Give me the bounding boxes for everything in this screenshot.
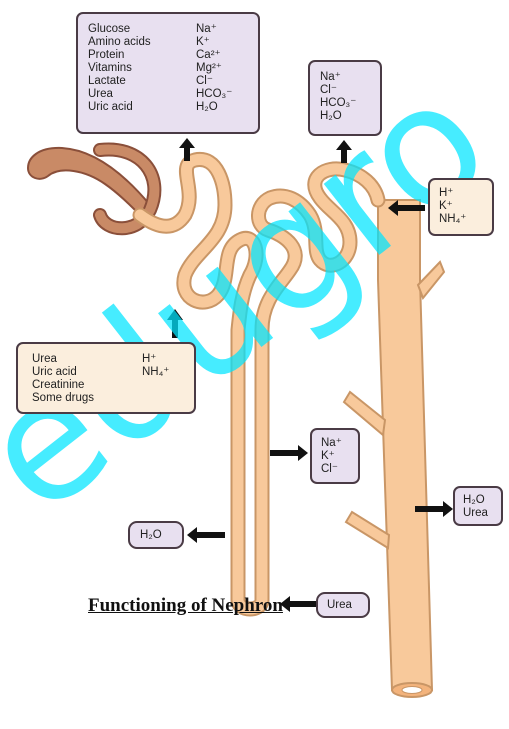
list-item: Urea	[32, 353, 94, 366]
arrow-left-loop-bottom	[280, 596, 316, 612]
glomerular-filtrate-box: Glucose Amino acids Protein Vitamins Lac…	[76, 12, 260, 134]
collecting-duct-box: H₂O Urea	[453, 486, 503, 526]
proximal-left-list: Urea Uric acid Creatinine Some drugs	[32, 353, 94, 405]
list-item: Glucose	[88, 23, 151, 36]
list-item: Ca²⁺	[196, 49, 232, 62]
proximal-right-list: H⁺ NH₄⁺	[142, 353, 169, 379]
list-item: Protein	[88, 49, 151, 62]
list-item: Cl⁻	[196, 75, 232, 88]
list-item: H₂O	[196, 101, 232, 114]
loop-descending-label: H₂O	[140, 529, 162, 542]
list-item: Na⁺	[196, 23, 232, 36]
collecting-secretion-box: H⁺ K⁺ NH₄⁺	[428, 178, 494, 236]
arrow-left-descending	[187, 527, 225, 543]
arrow-up-distal	[336, 140, 352, 163]
list-item: NH₄⁺	[142, 366, 169, 379]
list-item: H⁺	[142, 353, 169, 366]
arrow-up-proximal	[167, 309, 183, 338]
collecting-duct-list: H₂O Urea	[463, 494, 488, 520]
loop-ascending-box: Na⁺ K⁺ Cl⁻	[310, 428, 360, 484]
loop-ascending-list: Na⁺ K⁺ Cl⁻	[321, 437, 342, 476]
list-item: H₂O	[320, 110, 356, 123]
loop-bottom-label: Urea	[327, 599, 352, 612]
proximal-secretion-box: Urea Uric acid Creatinine Some drugs H⁺ …	[16, 342, 196, 414]
arrow-right-ascending	[270, 445, 308, 461]
list-item: HCO₃⁻	[320, 97, 356, 110]
list-item: Amino acids	[88, 36, 151, 49]
list-item: Uric acid	[88, 101, 151, 114]
list-item: Creatinine	[32, 379, 94, 392]
list-item: Lactate	[88, 75, 151, 88]
glomerular-left-list: Glucose Amino acids Protein Vitamins Lac…	[88, 23, 151, 114]
loop-bottom-box: Urea	[316, 592, 370, 618]
list-item: K⁺	[321, 450, 342, 463]
list-item: H⁺	[439, 187, 466, 200]
list-item: Cl⁻	[321, 463, 342, 476]
loop-descending-box: H₂O	[128, 521, 184, 549]
list-item: K⁺	[196, 36, 232, 49]
list-item: Na⁺	[321, 437, 342, 450]
list-item: HCO₃⁻	[196, 88, 232, 101]
distal-reabsorption-box: Na⁺ Cl⁻ HCO₃⁻ H₂O	[308, 60, 382, 136]
list-item: Cl⁻	[320, 84, 356, 97]
list-item: Vitamins	[88, 62, 151, 75]
list-item: K⁺	[439, 200, 466, 213]
list-item: Na⁺	[320, 71, 356, 84]
distal-list: Na⁺ Cl⁻ HCO₃⁻ H₂O	[320, 71, 356, 123]
list-item: NH₄⁺	[439, 213, 466, 226]
list-item: H₂O	[463, 494, 488, 507]
glomerular-right-list: Na⁺ K⁺ Ca²⁺ Mg²⁺ Cl⁻ HCO₃⁻ H₂O	[196, 23, 232, 114]
list-item: Some drugs	[32, 392, 94, 405]
list-item: Urea	[463, 507, 488, 520]
diagram-title: Functioning of Nephron	[88, 595, 283, 617]
list-item: Urea	[88, 88, 151, 101]
collecting-secretion-list: H⁺ K⁺ NH₄⁺	[439, 187, 466, 226]
list-item: Mg²⁺	[196, 62, 232, 75]
list-item: Uric acid	[32, 366, 94, 379]
